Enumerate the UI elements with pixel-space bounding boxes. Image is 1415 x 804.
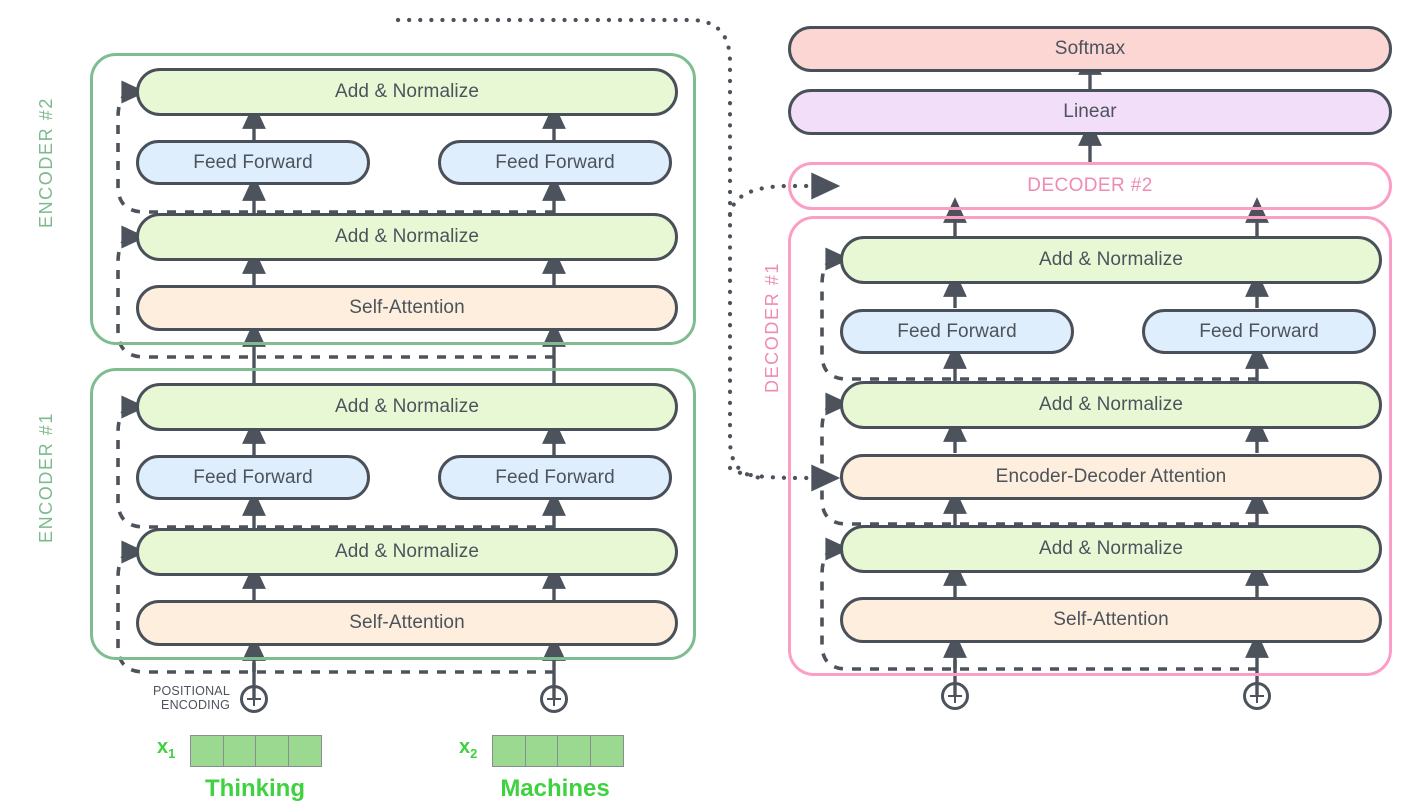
encoder1-feed-forward-left[interactable]: Feed Forward	[136, 455, 370, 500]
token1-vector-index: 1	[168, 746, 176, 761]
token2-vector-label: x2	[459, 736, 477, 761]
encoder1-self-attention[interactable]: Self-Attention	[136, 600, 678, 646]
encoder1-feed-forward-right[interactable]: Feed Forward	[438, 455, 672, 500]
embedding-cell	[557, 735, 591, 767]
plus-circle-icon-decoder2	[1243, 682, 1271, 710]
encoder2-add-normalize-top[interactable]: Add & Normalize	[136, 68, 678, 116]
plus-circle-icon-token1	[240, 685, 268, 713]
embedding-cell	[255, 735, 289, 767]
token1-vector-label: x1	[157, 736, 175, 761]
embedding-cell	[492, 735, 526, 767]
encoder-1-label: ENCODER #1	[36, 412, 56, 544]
decoder1-feed-forward-left[interactable]: Feed Forward	[840, 309, 1074, 354]
decoder1-add-normalize-bottom[interactable]: Add & Normalize	[840, 525, 1382, 573]
encoder1-add-normalize-top[interactable]: Add & Normalize	[136, 383, 678, 431]
positional-encoding-label: POSITIONAL ENCODING	[138, 684, 230, 712]
linear-block[interactable]: Linear	[788, 89, 1392, 135]
positional-encoding-line2: ENCODING	[161, 698, 230, 712]
decoder-2-container[interactable]: DECODER #2	[788, 162, 1392, 210]
decoder-2-label: DECODER #2	[1027, 175, 1153, 196]
embedding-cell	[222, 735, 257, 767]
embedding-cell	[524, 735, 559, 767]
encoder-2-container	[90, 53, 696, 345]
encoder-1-container	[90, 368, 696, 660]
token2-embedding	[492, 735, 624, 767]
plus-circle-icon-decoder1	[941, 682, 969, 710]
embedding-cell	[287, 735, 322, 767]
token2-word: Machines	[500, 775, 610, 802]
decoder1-add-normalize-top[interactable]: Add & Normalize	[840, 236, 1382, 284]
decoder-1-label: DECODER #1	[762, 262, 782, 394]
encoder-2-label: ENCODER #2	[36, 97, 56, 229]
plus-circle-icon-token2	[540, 685, 568, 713]
token2-vector-index: 2	[470, 746, 478, 761]
decoder1-feed-forward-right[interactable]: Feed Forward	[1142, 309, 1376, 354]
embedding-cell	[589, 735, 624, 767]
softmax-block[interactable]: Softmax	[788, 26, 1392, 72]
decoder1-self-attention[interactable]: Self-Attention	[840, 597, 1382, 643]
encoder2-feed-forward-right[interactable]: Feed Forward	[438, 140, 672, 185]
token2-vector-symbol: x	[459, 736, 471, 758]
embedding-cell	[190, 735, 224, 767]
token1-vector-symbol: x	[157, 736, 169, 758]
token1-word: Thinking	[205, 775, 305, 802]
positional-encoding-line1: POSITIONAL	[152, 684, 230, 698]
encoder1-add-normalize-bottom[interactable]: Add & Normalize	[136, 528, 678, 576]
decoder-1-container	[788, 216, 1392, 676]
decoder1-add-normalize-mid[interactable]: Add & Normalize	[840, 381, 1382, 429]
encoder2-self-attention[interactable]: Self-Attention	[136, 285, 678, 331]
encoder2-add-normalize-bottom[interactable]: Add & Normalize	[136, 213, 678, 261]
encoder2-feed-forward-left[interactable]: Feed Forward	[136, 140, 370, 185]
token1-embedding	[190, 735, 322, 767]
decoder1-encoder-decoder-attention[interactable]: Encoder-Decoder Attention	[840, 454, 1382, 500]
